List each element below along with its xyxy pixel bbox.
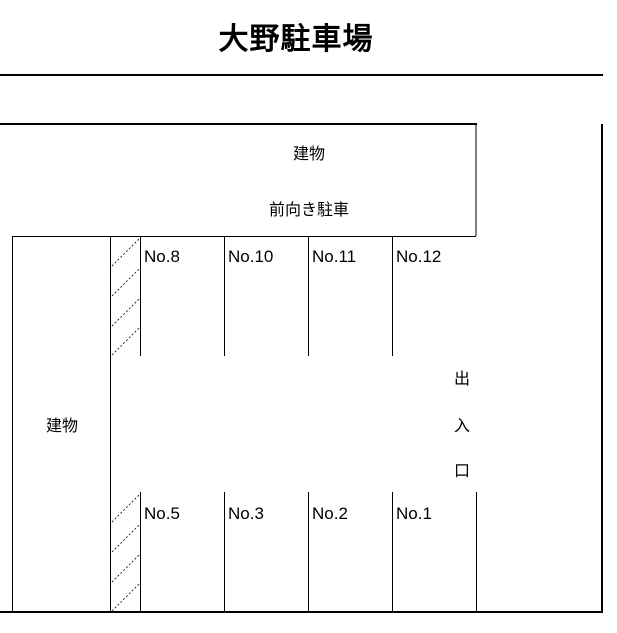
hatch-line xyxy=(111,267,141,297)
stall-no11: No.11 xyxy=(312,247,357,266)
entrance-label-3: 口 xyxy=(453,461,471,480)
stall-no5: No.5 xyxy=(144,504,180,523)
stall-no8: No.8 xyxy=(144,247,180,266)
left-building-label: 建物 xyxy=(45,416,79,435)
hatch-line xyxy=(111,523,141,553)
stall-no3: No.3 xyxy=(228,504,264,523)
hatch-line xyxy=(111,326,141,356)
entrance-label-2: 入 xyxy=(453,416,471,435)
front-parking-note: 前向き駐車 xyxy=(268,200,350,219)
stall-no12: No.12 xyxy=(396,247,442,266)
stall-no1: No.1 xyxy=(396,504,432,523)
stall-no10: No.10 xyxy=(228,247,274,266)
entrance-label-1: 出 xyxy=(453,369,471,388)
hatch-line xyxy=(111,553,141,583)
top-stall-dividers xyxy=(140,236,393,356)
hatch-line xyxy=(111,582,141,612)
bottom-hatch xyxy=(111,493,141,612)
hatch-line xyxy=(111,297,141,327)
bottom-stall-dividers xyxy=(140,492,477,612)
hatch-line xyxy=(111,237,141,267)
page-title: 大野駐車場 xyxy=(218,22,374,57)
hatch-line xyxy=(111,493,141,523)
top-hatch xyxy=(111,237,141,356)
top-building-label: 建物 xyxy=(292,144,326,163)
stall-no2: No.2 xyxy=(312,504,348,523)
